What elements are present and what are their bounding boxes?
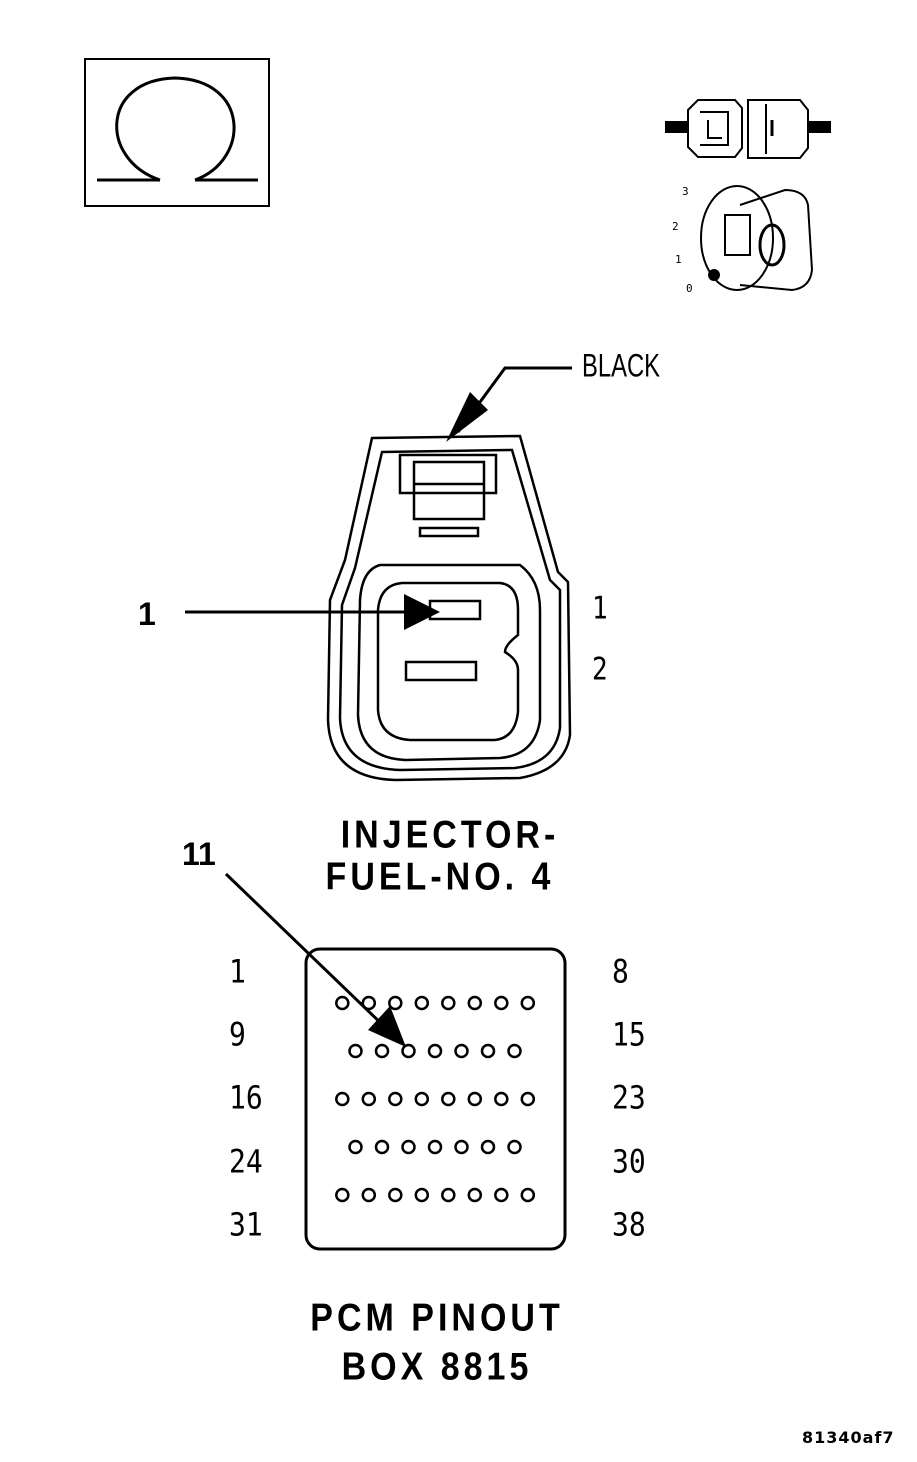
pcm-pinout-box (304, 947, 567, 1251)
pcm-pin (441, 1091, 456, 1107)
pcm-pin (454, 1043, 469, 1059)
callout-11-label: 11 (182, 836, 216, 872)
pcm-right-label-23: 23 (612, 1078, 646, 1117)
callout-1-label: 1 (138, 596, 156, 632)
callout-1-arrow (185, 594, 440, 630)
pcm-pin (388, 1187, 403, 1203)
pcm-left-label-24: 24 (229, 1142, 263, 1181)
pcm-pin (348, 1139, 363, 1155)
pcm-pin (494, 1187, 509, 1203)
pcm-right-label-8: 8 (612, 952, 629, 991)
injector-connector (326, 434, 572, 782)
pcm-pin (520, 1187, 536, 1203)
pcm-left-label-1: 1 (229, 952, 246, 991)
pcm-pin (335, 995, 350, 1011)
pcm-title-line2: BOX 8815 (341, 1345, 533, 1389)
pcm-pin (467, 1187, 483, 1203)
pcm-pin (361, 1091, 377, 1107)
pcm-pin (414, 995, 430, 1011)
disconnected-connector-icon (665, 99, 831, 159)
black-leader (446, 366, 572, 442)
ignition-position-0: 0 (686, 282, 693, 295)
pcm-pin (454, 1139, 469, 1155)
pcm-pin (520, 995, 536, 1011)
pcm-pin (507, 1043, 522, 1059)
ignition-position-1: 1 (675, 253, 682, 266)
pcm-pin (361, 995, 377, 1011)
ignition-key-icon (700, 185, 814, 292)
pcm-pin (441, 1187, 456, 1203)
pcm-pin (361, 1187, 377, 1203)
connector-pin-1-label: 1 (592, 591, 608, 627)
pcm-pin (427, 1139, 443, 1155)
pcm-pin (520, 1091, 536, 1107)
pcm-pin (414, 1187, 430, 1203)
pcm-pin (480, 1139, 496, 1155)
pcm-pin (401, 1139, 416, 1155)
pcm-pin (494, 995, 509, 1011)
pcm-pin (388, 1091, 403, 1107)
pcm-pin (427, 1043, 443, 1059)
pcm-right-label-38: 38 (612, 1205, 646, 1244)
connector-title-line2: FUEL-NO. 4 (325, 855, 555, 899)
pcm-pin (480, 1043, 496, 1059)
ignition-position-3: 3 (682, 185, 689, 198)
pcm-pin (494, 1091, 509, 1107)
ignition-position-2: 2 (672, 220, 679, 233)
pcm-pin (467, 1091, 483, 1107)
connector-color-label: BLACK (582, 347, 661, 384)
pcm-pin-grid (335, 995, 536, 1203)
pcm-pin (401, 1043, 416, 1059)
pcm-title-line1: PCM PINOUT (310, 1296, 564, 1340)
pcm-pin (441, 995, 456, 1011)
pcm-pin (388, 995, 403, 1011)
pcm-right-label-15: 15 (612, 1015, 646, 1054)
callout-11-arrow (224, 872, 406, 1047)
pcm-right-label-30: 30 (612, 1142, 646, 1181)
pcm-pin (335, 1187, 350, 1203)
pcm-pin (507, 1139, 522, 1155)
pcm-pin (335, 1091, 350, 1107)
pcm-left-label-9: 9 (229, 1015, 246, 1054)
pcm-pin (374, 1139, 390, 1155)
pcm-pin (414, 1091, 430, 1107)
connector-title-line1: INJECTOR- (340, 813, 560, 857)
pcm-left-label-16: 16 (229, 1078, 263, 1117)
pcm-left-label-31: 31 (229, 1205, 263, 1244)
pcm-pin (374, 1043, 390, 1059)
connector-pin-2-label: 2 (592, 652, 608, 688)
ohm-symbol-icon (84, 58, 270, 207)
pcm-pin (348, 1043, 363, 1059)
pcm-pin (467, 995, 483, 1011)
figure-id: 81340af7 (802, 1428, 895, 1447)
